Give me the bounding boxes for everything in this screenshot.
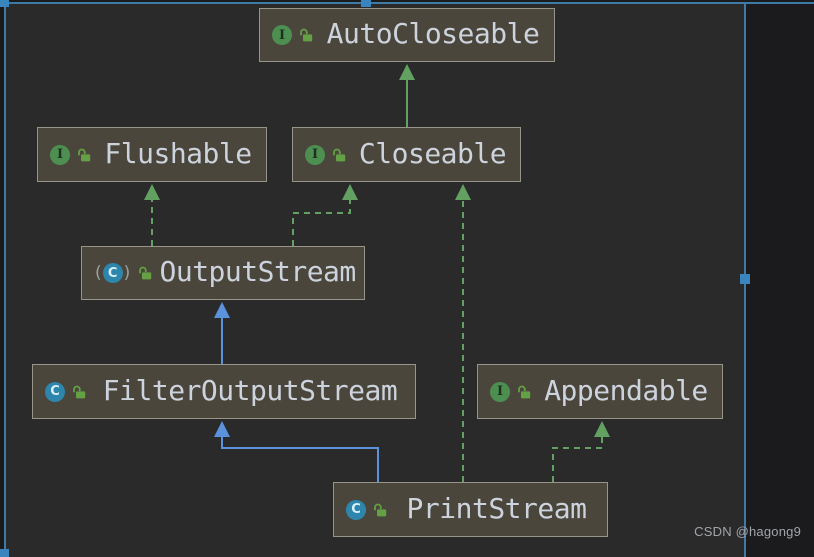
unlocked-padlock-icon	[137, 265, 153, 281]
uml-node-flushable[interactable]: I Flushable	[37, 127, 267, 182]
unlocked-padlock-icon	[298, 27, 314, 43]
selection-handle-bottom-left[interactable]	[0, 549, 9, 557]
uml-node-label: PrintStream	[406, 491, 587, 525]
uml-node-label: Appendable	[544, 373, 708, 407]
uml-node-autocloseable[interactable]: I AutoCloseable	[259, 8, 555, 62]
unlocked-padlock-icon	[516, 384, 532, 400]
type-icon: I	[50, 144, 70, 165]
uml-node-filteroutputstream[interactable]: C FilterOutputStream	[32, 364, 416, 419]
class-icon: C	[346, 499, 366, 520]
uml-node-label: AutoCloseable	[326, 17, 540, 50]
interface-icon: I	[490, 381, 510, 402]
abstract-paren: (	[95, 263, 102, 283]
abstract-class-icon: C	[102, 263, 123, 283]
type-icon: C	[346, 499, 366, 520]
uml-node-label: Closeable	[358, 136, 507, 170]
uml-node-label: OutputStream	[159, 255, 356, 288]
interface-icon: I	[272, 25, 292, 45]
type-icon: I	[272, 25, 292, 45]
type-icon: (C)	[94, 263, 131, 283]
type-icon: C	[45, 381, 65, 402]
unlocked-padlock-icon	[372, 502, 388, 518]
interface-icon: I	[50, 144, 70, 165]
unlocked-padlock-icon	[331, 147, 347, 163]
selection-border-top	[0, 2, 814, 4]
uml-node-outputstream[interactable]: (C) OutputStream	[81, 246, 365, 300]
unlocked-padlock-icon	[76, 147, 92, 163]
abstract-paren: )	[123, 263, 131, 283]
selection-handle-top-left[interactable]	[0, 0, 9, 7]
selection-handle-top-center[interactable]	[361, 0, 371, 7]
type-icon: I	[305, 144, 325, 165]
uml-node-appendable[interactable]: I Appendable	[477, 364, 723, 419]
uml-node-closeable[interactable]: I Closeable	[292, 127, 521, 182]
uml-node-label: Flushable	[104, 136, 252, 170]
uml-node-label: FilterOutputStream	[102, 373, 398, 407]
interface-icon: I	[305, 144, 325, 165]
selection-border-left	[4, 2, 6, 557]
unlocked-padlock-icon	[71, 384, 87, 400]
selection-handle-right-middle[interactable]	[740, 274, 750, 284]
class-icon: C	[45, 381, 65, 402]
watermark: CSDN @hagong9	[694, 524, 801, 539]
type-icon: I	[490, 381, 510, 402]
uml-node-printstream[interactable]: C PrintStream	[333, 482, 608, 537]
